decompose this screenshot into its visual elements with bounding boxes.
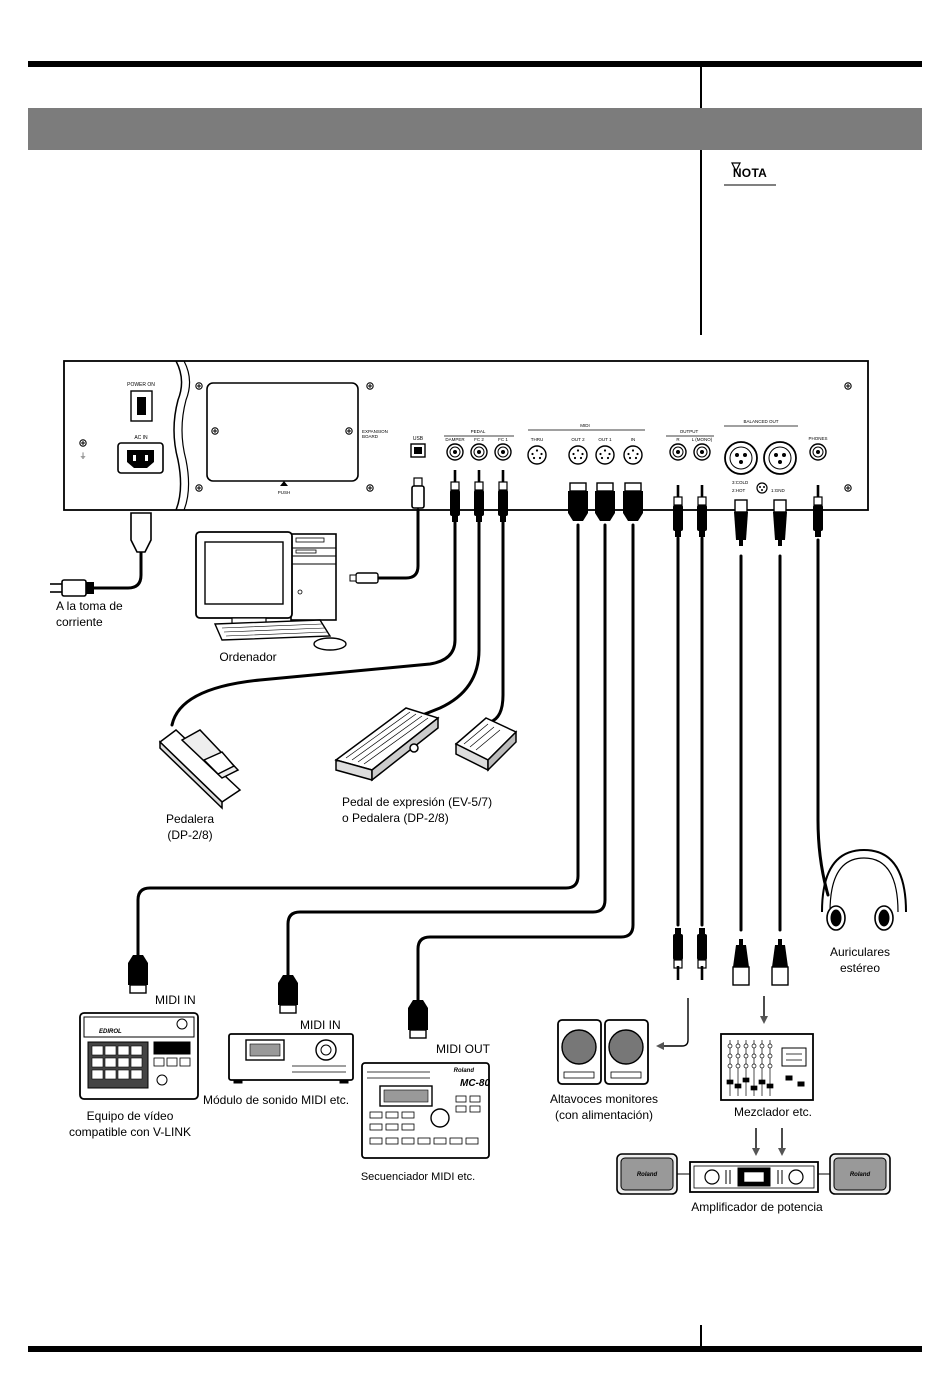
vlink-label-line1: Equipo de vídeo [87,1109,174,1123]
fc2-jack [470,443,488,461]
left-speaker-roland-logo: Roland [637,1172,658,1178]
vlink-label-line2: compatible con V-LINK [69,1125,191,1139]
out1-label: OUT 1 [598,437,612,442]
output-r-label: R [676,437,680,442]
module-midi-in-label: MIDI IN [300,1018,341,1032]
thru-label: THRU [531,437,544,442]
monitors-label-line1: Altavoces monitores [550,1092,658,1106]
bottom-rule [28,1346,922,1352]
monitors-label-line2: (con alimentación) [555,1108,653,1122]
out2-label: OUT 2 [571,437,585,442]
edirol-logo: EDIROL [99,1029,122,1035]
pedal-label: PEDAL [471,429,486,434]
headphones-illustration [821,848,907,931]
expansion-label-2: BOARD [362,434,379,439]
damper-pedal-label-line1: Pedalera [166,812,214,826]
note-label: NOTA [732,166,768,180]
balanced-out-label: BALANCED OUT [743,419,778,424]
footswitch-illustration [454,717,518,772]
power-on-label: POWER ON [127,382,155,388]
headphones-label-line1: Auriculares [830,945,890,959]
output-l-label: L (MONO) [692,437,713,442]
hot-label: 2:HOT [732,488,746,493]
usb-label: USB [413,436,424,442]
power-amplifier-illustration: Roland Roland [616,1153,891,1195]
expansion-label-1: EXPANSION [362,429,388,434]
plugs [50,469,824,1039]
in-label: IN [631,437,636,442]
expression-pedal-label-line1: Pedal de expresión (EV-5/7) [342,795,492,809]
midi-label: MIDI [580,423,590,428]
top-rule [28,61,922,67]
phones-label: PHONES [808,436,827,441]
fc1-label: FC 1 [498,437,508,442]
expression-pedal-illustration [334,707,440,782]
damper-pedal-illustration [158,729,242,810]
right-speaker-roland-logo: Roland [850,1172,871,1178]
expansion-board-cover [206,382,359,482]
headphones-label-line2: estéreo [840,961,880,975]
computer-label: Ordenador [219,650,276,664]
sound-module-illustration [228,1033,354,1084]
mixer-label: Mezclador etc. [734,1105,812,1119]
outlet-label-line1: A la toma de [56,599,123,613]
push-label: PUSH [278,490,291,495]
sequencer-model: MC-80 [460,1078,490,1089]
mixer-illustration [720,1033,814,1101]
output-label: OUTPUT [680,429,699,434]
column-divider-top [700,67,702,335]
note-icon: NOTA [722,161,778,187]
monitor-speakers-illustration [557,1019,649,1085]
gnd-label: 1:GND [771,488,786,493]
sequencer-label: Secuenciador MIDI etc. [361,1171,475,1183]
sequencer-illustration: Roland MC-80 [361,1062,490,1159]
amplifier-label: Amplificador de potencia [691,1200,823,1214]
fc1-jack [494,443,512,461]
sequencer-roland-logo: Roland [454,1068,475,1074]
fc2-label: FC 2 [474,437,484,442]
damper-label: DAMPER [445,437,465,442]
vlink-midi-in-label: MIDI IN [155,993,196,1007]
rear-panel: POWER ON AC IN ⏚ EXPANSION BOARD PUSH US… [63,360,869,511]
svg-text:⏚: ⏚ [80,452,87,460]
ac-in-label: AC IN [134,435,148,441]
sequencer-midi-out-label: MIDI OUT [436,1042,491,1056]
column-divider-bottom [700,1325,702,1346]
sound-module-label: Módulo de sonido MIDI etc. [203,1093,349,1107]
cold-label: 3:COLD [732,480,749,485]
section-header-band [28,108,922,150]
computer-illustration [195,531,347,651]
damper-jack [446,443,464,461]
damper-pedal-label-line2: (DP-2/8) [167,828,212,842]
expression-pedal-label-line2: o Pedalera (DP-2/8) [342,811,449,825]
signal-arrows [656,996,786,1156]
outlet-label-line2: corriente [56,615,103,629]
vlink-device-illustration: EDIROL [79,1012,199,1100]
cables [90,508,830,1002]
